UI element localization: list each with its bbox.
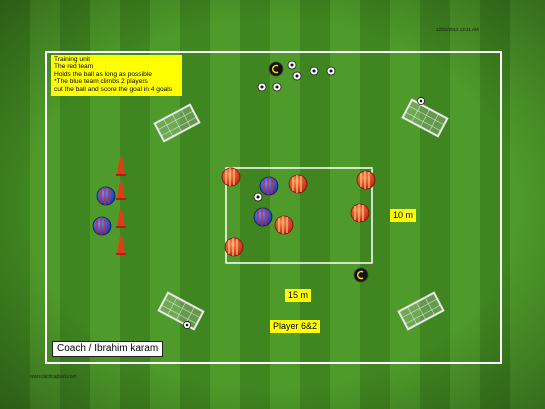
coach-marker-icon [268, 61, 284, 77]
blue-player[interactable] [92, 216, 112, 236]
cone-icon [116, 181, 126, 200]
red-player[interactable] [356, 170, 376, 190]
blue-player[interactable] [96, 186, 116, 206]
cone-icon [116, 236, 126, 255]
red-player[interactable] [274, 215, 294, 235]
players-label: Player 6&2 [270, 320, 321, 333]
note-line: Holds the ball as long as possible [54, 70, 152, 78]
inner-square [225, 167, 373, 264]
soccer-ball-icon[interactable] [287, 60, 297, 70]
soccer-ball-icon[interactable] [257, 82, 267, 92]
cone-icon [116, 209, 126, 228]
training-notes: Training unit The red team Holds the bal… [51, 55, 182, 96]
red-player[interactable] [224, 237, 244, 257]
cone-icon [116, 157, 126, 176]
soccer-ball-icon[interactable] [272, 82, 282, 92]
note-line: The red team [54, 63, 94, 71]
blue-player[interactable] [259, 176, 279, 196]
mini-goal-icon [401, 98, 449, 138]
soccer-ball-icon[interactable] [326, 66, 336, 76]
red-player[interactable] [288, 174, 308, 194]
note-line: *The blue team climbs 2 players [54, 78, 148, 86]
mini-goal-icon [153, 103, 201, 143]
soccer-ball-icon[interactable] [183, 321, 191, 329]
soccer-ball-icon[interactable] [309, 66, 319, 76]
field-boundary [45, 51, 502, 364]
note-line: Training unit [54, 56, 91, 63]
blue-player[interactable] [253, 207, 273, 227]
soccer-ball-icon[interactable] [417, 97, 425, 105]
red-player[interactable] [221, 167, 241, 187]
watermark: www.tacticalpad.com [30, 374, 77, 380]
timestamp: 12/21/2012 12:31 AM [436, 27, 479, 32]
coach-label: Coach / Ibrahim karam [52, 341, 164, 357]
mini-goal-icon [397, 291, 445, 331]
soccer-ball-icon[interactable] [253, 192, 263, 202]
distance-label-10m: 10 m [390, 209, 417, 222]
coach-marker-icon [353, 267, 369, 283]
red-player[interactable] [350, 203, 370, 223]
distance-label-15m: 15 m [285, 289, 312, 302]
mini-goal-icon [157, 291, 205, 331]
soccer-ball-icon[interactable] [292, 71, 302, 81]
note-line: cut the ball and score the goal in 4 goa… [54, 85, 173, 93]
